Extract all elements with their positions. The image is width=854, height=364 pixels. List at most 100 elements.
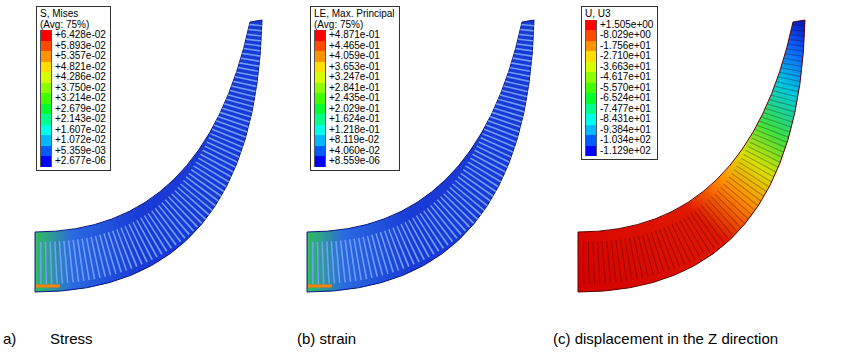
legend-value: +8.559e-06 xyxy=(329,156,380,167)
legend-value: +1.607e-02 xyxy=(55,125,106,136)
legend-row: +1.607e-02 xyxy=(40,125,106,136)
legend-swatch xyxy=(585,125,597,136)
legend-row: -2.710e+01 xyxy=(585,51,653,62)
legend-value: -1.756e+01 xyxy=(600,41,651,52)
legend-row: -4.617e+01 xyxy=(585,72,653,83)
legend-swatch xyxy=(40,125,52,136)
legend-value: +1.505e+00 xyxy=(600,20,653,31)
legend-swatch xyxy=(585,62,597,73)
legend-value: -5.570e+01 xyxy=(600,83,651,94)
legend-swatch xyxy=(585,146,597,157)
legend-swatch xyxy=(40,41,52,52)
legend-value: +2.677e-06 xyxy=(55,156,106,167)
legend-swatch xyxy=(314,62,326,73)
legend-value: +8.119e-02 xyxy=(329,135,379,146)
legend-row: -1.129e+02 xyxy=(585,146,653,157)
legend-value: -2.710e+01 xyxy=(600,51,651,62)
legend-value: +4.465e-01 xyxy=(329,41,380,52)
legend-row: +5.359e-03 xyxy=(40,146,106,157)
color-legend: U, U3+1.505e+00-8.029e+00-1.756e+01-2.71… xyxy=(581,6,658,160)
figure-caption: (c) displacement in the Z direction xyxy=(553,330,778,347)
legend-swatch xyxy=(40,146,52,157)
legend-heading: (Avg: 75%) xyxy=(40,20,106,31)
legend-value: +3.214e-02 xyxy=(55,93,106,104)
legend-value: +1.624e-01 xyxy=(329,114,380,125)
legend-swatch xyxy=(40,114,52,125)
legend-row: -5.570e+01 xyxy=(585,83,653,94)
legend-swatch xyxy=(585,20,597,31)
legend-value: -8.029e+00 xyxy=(600,30,651,41)
legend-value: +2.143e-02 xyxy=(55,114,106,125)
legend-value: -1.034e+02 xyxy=(600,135,651,146)
legend-swatch xyxy=(585,83,597,94)
legend-row: +3.214e-02 xyxy=(40,93,106,104)
legend-row: +6.428e-02 xyxy=(40,30,106,41)
legend-row: +4.821e-02 xyxy=(40,62,106,73)
color-legend: S, Mises(Avg: 75%)+6.428e-02+5.893e-02+5… xyxy=(36,6,111,171)
legend-swatch xyxy=(314,104,326,115)
legend-swatch xyxy=(585,104,597,115)
legend-row: +3.653e-01 xyxy=(314,62,395,73)
legend-swatch xyxy=(585,93,597,104)
legend-row: +2.435e-01 xyxy=(314,93,395,104)
legend-value: +4.286e-02 xyxy=(55,72,106,83)
legend-row: +1.624e-01 xyxy=(314,114,395,125)
legend-row: -7.477e+01 xyxy=(585,104,653,115)
legend-swatch xyxy=(585,135,597,146)
legend-row: +2.677e-06 xyxy=(40,156,106,167)
figure-caption: (b) strain xyxy=(297,330,356,347)
legend-value: +4.060e-02 xyxy=(329,146,380,157)
legend-value: -9.384e+01 xyxy=(600,125,651,136)
legend-row: -1.034e+02 xyxy=(585,135,653,146)
legend-value: +6.428e-02 xyxy=(55,30,106,41)
legend-swatch xyxy=(585,72,597,83)
legend-row: +1.218e-01 xyxy=(314,125,395,136)
legend-value: -7.477e+01 xyxy=(600,104,651,115)
legend-value: +4.059e-01 xyxy=(329,51,380,62)
legend-swatch xyxy=(40,93,52,104)
legend-swatch xyxy=(40,62,52,73)
legend-row: +2.029e-01 xyxy=(314,104,395,115)
legend-swatch xyxy=(314,41,326,52)
legend-value: +2.679e-02 xyxy=(55,104,106,115)
legend-value: +4.871e-01 xyxy=(329,30,380,41)
legend-value: +1.072e-02 xyxy=(55,135,106,146)
legend-swatch xyxy=(314,146,326,157)
strain-contour xyxy=(307,20,534,292)
legend-swatch xyxy=(40,72,52,83)
legend-swatch xyxy=(40,30,52,41)
legend-value: -3.663e+01 xyxy=(600,62,651,73)
legend-swatch xyxy=(314,83,326,94)
legend-value: -4.617e+01 xyxy=(600,72,651,83)
legend-value: +5.893e-02 xyxy=(55,41,106,52)
legend-row: +1.505e+00 xyxy=(585,20,653,31)
legend-heading: U, U3 xyxy=(585,9,653,20)
legend-swatch xyxy=(314,93,326,104)
legend-value: +2.841e-01 xyxy=(329,83,380,94)
legend-row: +4.465e-01 xyxy=(314,41,395,52)
legend-row: -9.384e+01 xyxy=(585,125,653,136)
legend-value: +5.359e-03 xyxy=(55,146,106,157)
figure-caption: Stress xyxy=(50,330,93,347)
legend-swatch xyxy=(585,51,597,62)
legend-row: +2.841e-01 xyxy=(314,83,395,94)
legend-row: -1.756e+01 xyxy=(585,41,653,52)
legend-value: +1.218e-01 xyxy=(329,125,380,136)
legend-row: +4.286e-02 xyxy=(40,72,106,83)
legend-value: +3.750e-02 xyxy=(55,83,106,94)
legend-row: +2.143e-02 xyxy=(40,114,106,125)
legend-swatch xyxy=(314,30,326,41)
legend-row: +8.559e-06 xyxy=(314,156,395,167)
legend-swatch xyxy=(40,156,52,167)
legend-swatch xyxy=(40,83,52,94)
legend-swatch xyxy=(314,114,326,125)
legend-value: +4.821e-02 xyxy=(55,62,106,73)
legend-row: -8.431e+01 xyxy=(585,114,653,125)
legend-row: +1.072e-02 xyxy=(40,135,106,146)
legend-heading: (Avg: 75%) xyxy=(314,20,395,31)
legend-value: +3.653e-01 xyxy=(329,62,380,73)
legend-swatch xyxy=(314,125,326,136)
legend-value: +2.029e-01 xyxy=(329,104,380,115)
legend-row: +4.060e-02 xyxy=(314,146,395,157)
